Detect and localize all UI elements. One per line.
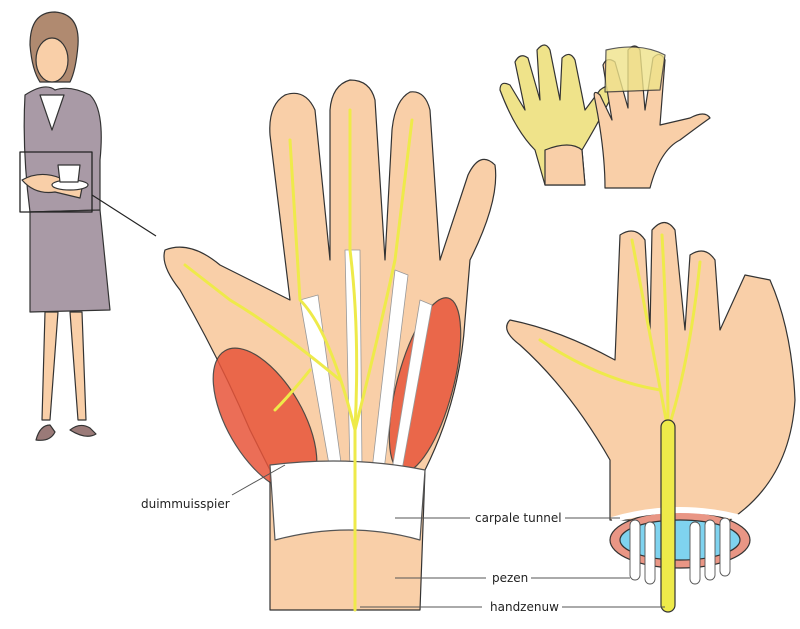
hand-with-carpal-tunnel (506, 221, 796, 613)
woman-figure (19, 11, 157, 441)
small-hand-back (593, 45, 711, 189)
label-thenar-muscle: duimmuisspier (138, 497, 233, 511)
leader-lines (231, 464, 665, 608)
label-tendons: pezen (489, 571, 532, 585)
small-hand-palm (499, 44, 616, 186)
label-carpal-tunnel: carpale tunnel (472, 511, 565, 525)
large-hand-anatomy (163, 79, 497, 612)
label-median-nerve: handzenuw (487, 600, 562, 614)
